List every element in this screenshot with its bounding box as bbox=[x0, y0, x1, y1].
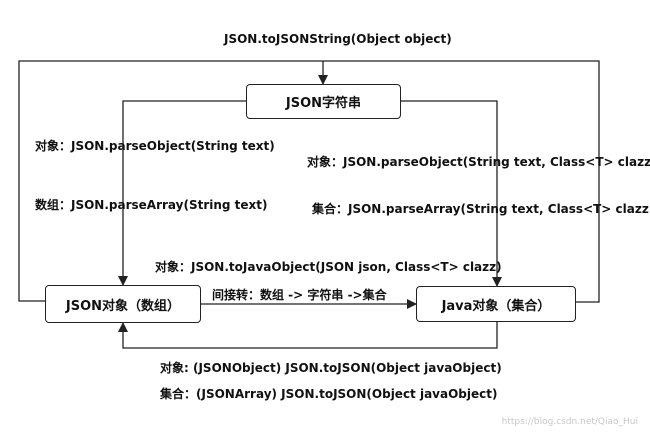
label-to-json-array: 集合：(JSONArray) JSON.toJSON(Object javaOb… bbox=[160, 387, 498, 401]
node-json-object-label: JSON对象（数组） bbox=[65, 298, 181, 314]
label-to-json-string: JSON.toJSONString(Object object) bbox=[224, 32, 452, 46]
node-json-string: JSON字符串 bbox=[246, 84, 401, 119]
node-java-object-label: Java对象（集合） bbox=[441, 298, 551, 314]
label-to-java-object: 对象：JSON.toJavaObject(JSON json, Class<T>… bbox=[155, 260, 502, 274]
watermark: https://blog.csdn.net/Qiao_Hui bbox=[501, 417, 638, 427]
edge-parse-to-java-object bbox=[400, 100, 502, 287]
label-parse-object: 对象：JSON.parseObject(String text) bbox=[35, 139, 275, 153]
label-to-json-object: 对象: (JSONObject) JSON.toJSON(Object java… bbox=[160, 361, 502, 375]
node-json-string-label: JSON字符串 bbox=[285, 96, 362, 111]
label-parse-array-class: 集合：JSON.parseArray(String text, Class<T>… bbox=[312, 202, 650, 216]
node-java-object: Java对象（集合） bbox=[416, 286, 576, 322]
edge-to-json-object bbox=[118, 321, 498, 349]
edge-to-json-string bbox=[18, 60, 600, 303]
label-parse-array: 数组：JSON.parseArray(String text) bbox=[35, 198, 268, 212]
label-parse-object-class: 对象：JSON.parseObject(String text, Class<T… bbox=[307, 155, 650, 169]
node-json-object: JSON对象（数组） bbox=[45, 285, 201, 323]
edge-parse-to-json-object bbox=[118, 100, 247, 286]
label-indirect: 间接转：数组 -> 字符串 ->集合 bbox=[212, 288, 387, 302]
